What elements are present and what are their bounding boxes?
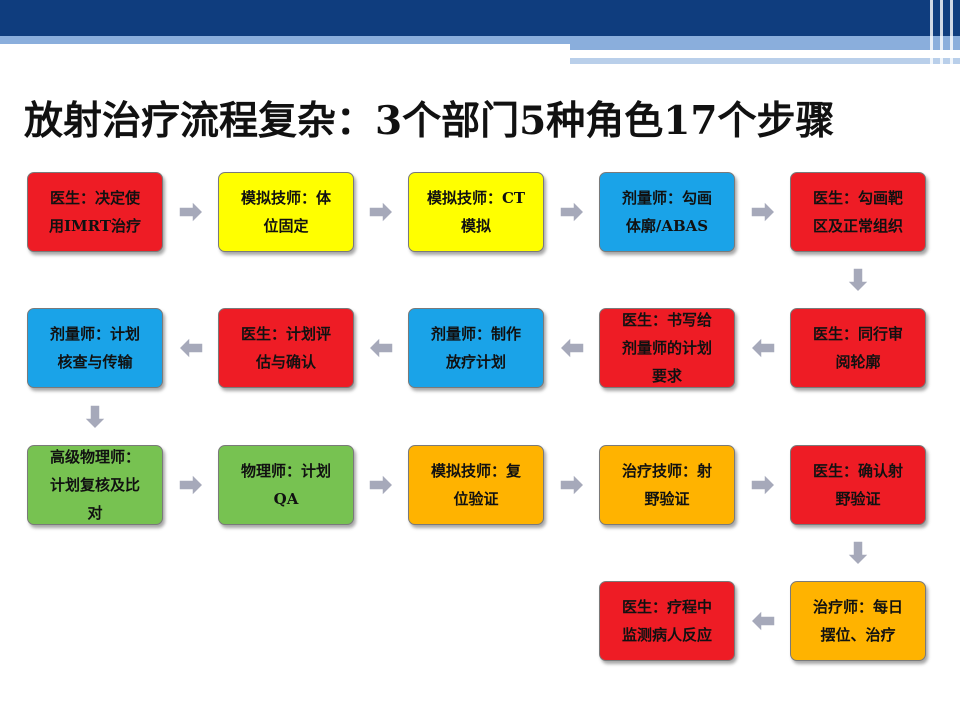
- step-box-8: 剂量师：制作 放疗计划: [408, 308, 544, 388]
- step-label: 模拟技师：CT 模拟: [426, 189, 526, 235]
- step-box-17: 医生：疗程中 监测病人反应: [599, 581, 735, 661]
- arrow-left-icon: [177, 334, 205, 366]
- step-label: 物理师：计划 QA: [240, 462, 331, 508]
- step-box-15: 医生：确认射 野验证: [790, 445, 926, 525]
- step-box-1: 医生：决定使 用IMRT治疗: [27, 172, 163, 252]
- header-stripe: [930, 0, 933, 66]
- step-label: 模拟技师：复 位验证: [430, 462, 521, 508]
- step-label: 医生：计划评 估与确认: [240, 325, 331, 371]
- arrow-left-icon: [749, 607, 777, 639]
- step-box-5: 医生：勾画靶 区及正常组织: [790, 172, 926, 252]
- step-box-3: 模拟技师：CT 模拟: [408, 172, 544, 252]
- header-stripe: [940, 0, 943, 66]
- arrow-down-icon: [81, 403, 109, 435]
- step-label: 医生：确认射 野验证: [812, 462, 903, 508]
- header-bar-light: [0, 36, 960, 44]
- arrow-left-icon: [558, 334, 586, 366]
- step-label: 剂量师：计划 核查与传输: [49, 325, 140, 371]
- step-box-12: 物理师：计划 QA: [218, 445, 354, 525]
- step-box-2: 模拟技师：体 位固定: [218, 172, 354, 252]
- step-box-4: 剂量师：勾画 体廓/ABAS: [599, 172, 735, 252]
- step-box-7: 医生：书写给 剂量师的计划 要求: [599, 308, 735, 388]
- header-bar-dark: [0, 0, 960, 36]
- step-label: 治疗师：每日 摆位、治疗: [812, 598, 903, 644]
- step-label: 模拟技师：体 位固定: [240, 189, 331, 235]
- step-box-11: 高级物理师： 计划复核及比 对: [27, 445, 163, 525]
- header-stripe: [950, 0, 953, 66]
- header-bar-accent: [570, 44, 960, 50]
- step-label: 医生：勾画靶 区及正常组织: [812, 189, 903, 235]
- step-label: 医生：同行审 阅轮廓: [812, 325, 903, 371]
- step-box-10: 剂量师：计划 核查与传输: [27, 308, 163, 388]
- step-box-6: 医生：同行审 阅轮廓: [790, 308, 926, 388]
- step-label: 剂量师：勾画 体廓/ABAS: [621, 189, 712, 235]
- arrow-right-icon: [177, 198, 205, 230]
- arrow-right-icon: [749, 471, 777, 503]
- step-label: 剂量师：制作 放疗计划: [430, 325, 521, 371]
- arrow-down-icon: [844, 266, 872, 298]
- step-box-16: 治疗师：每日 摆位、治疗: [790, 581, 926, 661]
- step-label: 高级物理师： 计划复核及比 对: [49, 448, 140, 522]
- page-title: 放射治疗流程复杂：3个部门5种角色17个步骤: [24, 98, 835, 144]
- step-label: 医生：决定使 用IMRT治疗: [49, 189, 141, 235]
- arrow-down-icon: [844, 539, 872, 571]
- arrow-right-icon: [558, 198, 586, 230]
- step-label: 医生：疗程中 监测病人反应: [621, 598, 712, 644]
- arrow-left-icon: [749, 334, 777, 366]
- arrow-right-icon: [749, 198, 777, 230]
- step-box-14: 治疗技师：射 野验证: [599, 445, 735, 525]
- arrow-right-icon: [367, 471, 395, 503]
- header-banner: [0, 0, 960, 66]
- step-box-9: 医生：计划评 估与确认: [218, 308, 354, 388]
- step-box-13: 模拟技师：复 位验证: [408, 445, 544, 525]
- arrow-right-icon: [367, 198, 395, 230]
- header-bar-accent-thin: [570, 58, 960, 64]
- arrow-right-icon: [177, 471, 205, 503]
- arrow-left-icon: [367, 334, 395, 366]
- arrow-right-icon: [558, 471, 586, 503]
- step-label: 治疗技师：射 野验证: [621, 462, 712, 508]
- step-label: 医生：书写给 剂量师的计划 要求: [621, 311, 712, 385]
